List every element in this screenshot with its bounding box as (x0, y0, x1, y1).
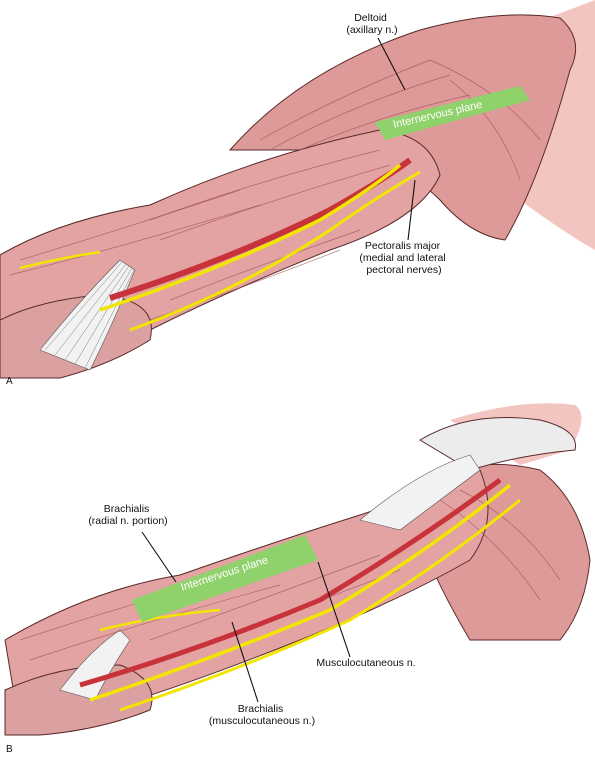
internervous-plane-b (132, 535, 318, 622)
tendon-fan-a (39, 259, 136, 371)
panel-letter-b: B (6, 744, 13, 755)
forearm-muscle-b (4, 664, 153, 736)
label-musculocutaneous: Musculocutaneous n. (316, 657, 415, 669)
label-pectoralis-major: Pectoralis major (medial and lateral pec… (359, 240, 448, 276)
leader-brachialis-radial (141, 531, 177, 583)
nerve-b-3 (99, 608, 221, 632)
tendon-b-1 (59, 629, 131, 701)
leader-brachialis-musculo (231, 621, 259, 703)
nerve-a-3 (19, 250, 101, 270)
nerve-a-1 (99, 163, 402, 312)
leader-deltoid (377, 37, 406, 91)
artery-b (79, 477, 502, 688)
striations-a (9, 59, 541, 321)
tendon-b-2 (359, 454, 481, 531)
label-brachialis-radial: Brachialis (radial n. portion) (88, 503, 167, 527)
acromion-b (419, 417, 577, 471)
leader-pectoralis (407, 179, 416, 241)
nerve-b-2 (119, 498, 521, 712)
panel-a: Internervous plane Deltoid (axillary n.)… (0, 0, 595, 387)
panel-b: Internervous plane Brachialis (radial n.… (4, 403, 591, 755)
tendon-striations-a (44, 261, 135, 369)
internervous-plane-a (375, 86, 530, 140)
nerve-a-2 (129, 170, 421, 332)
label-brachialis-musculo: Brachialis (musculocutaneous n.) (209, 703, 315, 727)
nerve-b-1 (89, 483, 512, 702)
leader-musculocutaneous (317, 561, 351, 658)
panel-letter-a: A (6, 376, 13, 387)
label-deltoid: Deltoid (axillary n.) (346, 12, 397, 36)
